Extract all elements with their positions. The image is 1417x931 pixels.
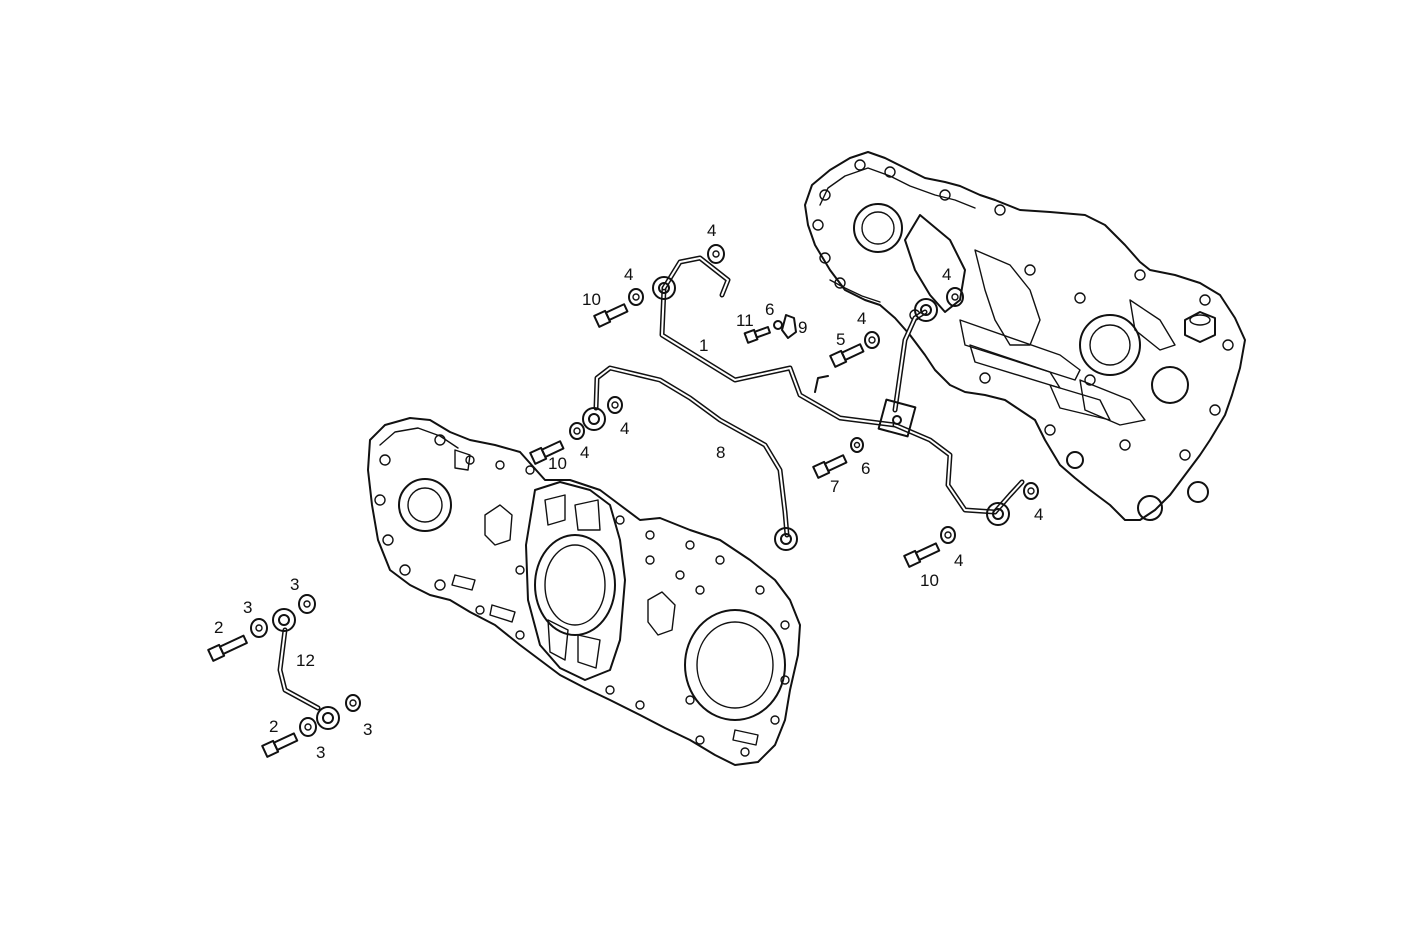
callout-4: 4	[857, 309, 866, 328]
bolt	[261, 732, 299, 758]
bolt	[903, 542, 941, 568]
washer	[345, 694, 361, 712]
callout-3: 3	[243, 598, 252, 617]
bleed-screw	[781, 314, 797, 339]
callout-10: 10	[548, 454, 567, 473]
washer	[850, 437, 864, 453]
bolt	[812, 454, 848, 479]
front-housing	[367, 417, 801, 766]
bolt	[829, 343, 865, 368]
bolts	[207, 303, 941, 758]
callout-labels: 4 4 10 11 6 9 1 5 4 4 4 4 10 8 6 7 4 4 1…	[214, 221, 1043, 762]
callout-4: 4	[954, 551, 963, 570]
oil-pipe-12	[277, 627, 321, 711]
banjo-fittings	[272, 276, 1010, 730]
banjo-fitting	[914, 298, 938, 322]
rear-housing	[804, 151, 1246, 521]
callout-4: 4	[942, 265, 951, 284]
callout-4: 4	[624, 265, 633, 284]
callout-9: 9	[798, 318, 807, 337]
callout-7: 7	[830, 477, 839, 496]
callout-4: 4	[580, 443, 589, 462]
callout-2: 2	[214, 618, 223, 637]
washer	[607, 396, 623, 414]
callout-6: 6	[861, 459, 870, 478]
bolt	[743, 326, 771, 344]
bolt	[529, 440, 565, 465]
callout-10: 10	[582, 290, 601, 309]
callout-5: 5	[836, 330, 845, 349]
banjo-fitting	[986, 502, 1010, 526]
callout-4: 4	[707, 221, 716, 240]
callout-8: 8	[716, 443, 725, 462]
callout-11: 11	[736, 311, 754, 330]
washer	[569, 422, 585, 440]
callout-4: 4	[1034, 505, 1043, 524]
washer	[946, 287, 964, 307]
callout-10: 10	[920, 571, 939, 590]
washer	[940, 526, 956, 544]
callout-12: 12	[296, 651, 315, 670]
washer	[707, 244, 725, 264]
callout-3: 3	[316, 743, 325, 762]
washers	[250, 244, 1039, 737]
bolt	[207, 634, 248, 662]
banjo-fitting	[272, 608, 296, 632]
washer	[250, 618, 268, 638]
bolt	[593, 303, 629, 328]
callout-4: 4	[620, 419, 629, 438]
callout-1: 1	[699, 336, 708, 355]
oil-pipe-1	[659, 255, 1025, 515]
washer	[864, 331, 880, 349]
callout-6: 6	[765, 300, 774, 319]
banjo-fitting	[774, 527, 798, 551]
callout-3: 3	[290, 575, 299, 594]
banjo-fitting	[652, 276, 676, 300]
callout-3: 3	[363, 720, 372, 739]
banjo-fitting	[582, 407, 606, 431]
washer	[628, 288, 644, 306]
banjo-fitting	[316, 706, 340, 730]
callout-2: 2	[269, 717, 278, 736]
washer	[298, 594, 316, 614]
washer	[773, 320, 783, 330]
washer	[299, 717, 317, 737]
washer	[1023, 482, 1039, 500]
oil-pipe-8	[593, 365, 790, 538]
